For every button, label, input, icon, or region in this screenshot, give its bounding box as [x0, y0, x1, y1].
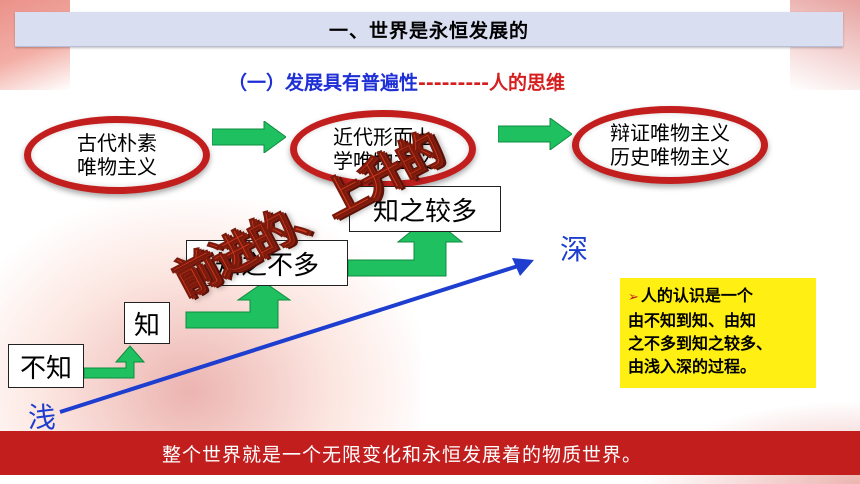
- conclusion-text: 整个世界就是一个无限变化和永恒发展着的物质世界。: [162, 443, 643, 466]
- stage-metaphysical-materialism: 近代形而上 学唯物主义: [290, 110, 476, 188]
- up-arrow-icon: [83, 345, 146, 379]
- progress-diagonal-line: [59, 264, 519, 414]
- stage-label-line2: 唯物主义: [77, 155, 157, 179]
- up-arrow-icon: [185, 281, 292, 329]
- right-arrow-icon: [212, 121, 286, 153]
- note-line: 由浅入深的过程。: [628, 357, 757, 376]
- diagonal-arrowhead-icon: [512, 258, 534, 276]
- subtitle-main: （一）发展具有普遍性: [228, 72, 419, 94]
- stage-dialectical-materialism: 辩证唯物主义 历史唯物主义: [572, 106, 768, 184]
- label-shallow: 浅: [28, 401, 57, 434]
- step-know: 知: [124, 302, 170, 344]
- stage-label-line2: 历史唯物主义: [610, 145, 730, 169]
- stage-label-line2: 学唯物主义: [333, 149, 433, 173]
- subtitle-topic: ---------人的思维: [418, 72, 565, 94]
- note-line: 由不知到知、由知: [628, 311, 757, 330]
- stage-label-line1: 古代朴素: [77, 131, 157, 155]
- stage-label-line1: 近代形而上: [333, 125, 433, 149]
- note-line: ➢人的认识是一个: [628, 286, 753, 305]
- stage-label-line1: 辩证唯物主义: [610, 121, 730, 145]
- note-line: 之不多到知之较多、: [628, 334, 773, 353]
- title-bar: 一、世界是永恒发展的: [15, 12, 843, 47]
- note-box: ➢人的认识是一个 由不知到知、由知 之不多到知之较多、 由浅入深的过程。: [620, 278, 816, 388]
- stage-ancient-materialism: 古代朴素 唯物主义: [24, 116, 210, 194]
- conclusion-bar: 整个世界就是一个无限变化和永恒发展着的物质世界。: [0, 431, 860, 475]
- step-know-more: 知之较多: [349, 186, 501, 232]
- section-subtitle: （一）发展具有普遍性---------人的思维: [228, 68, 565, 95]
- step-know-little: 知之不多: [186, 240, 348, 286]
- step-unknown: 不知: [8, 344, 84, 388]
- right-arrow-icon: [498, 118, 572, 150]
- label-deep: 深: [560, 233, 589, 266]
- bullet-arrow-icon: ➢: [628, 290, 639, 305]
- page-title: 一、世界是永恒发展的: [328, 19, 529, 42]
